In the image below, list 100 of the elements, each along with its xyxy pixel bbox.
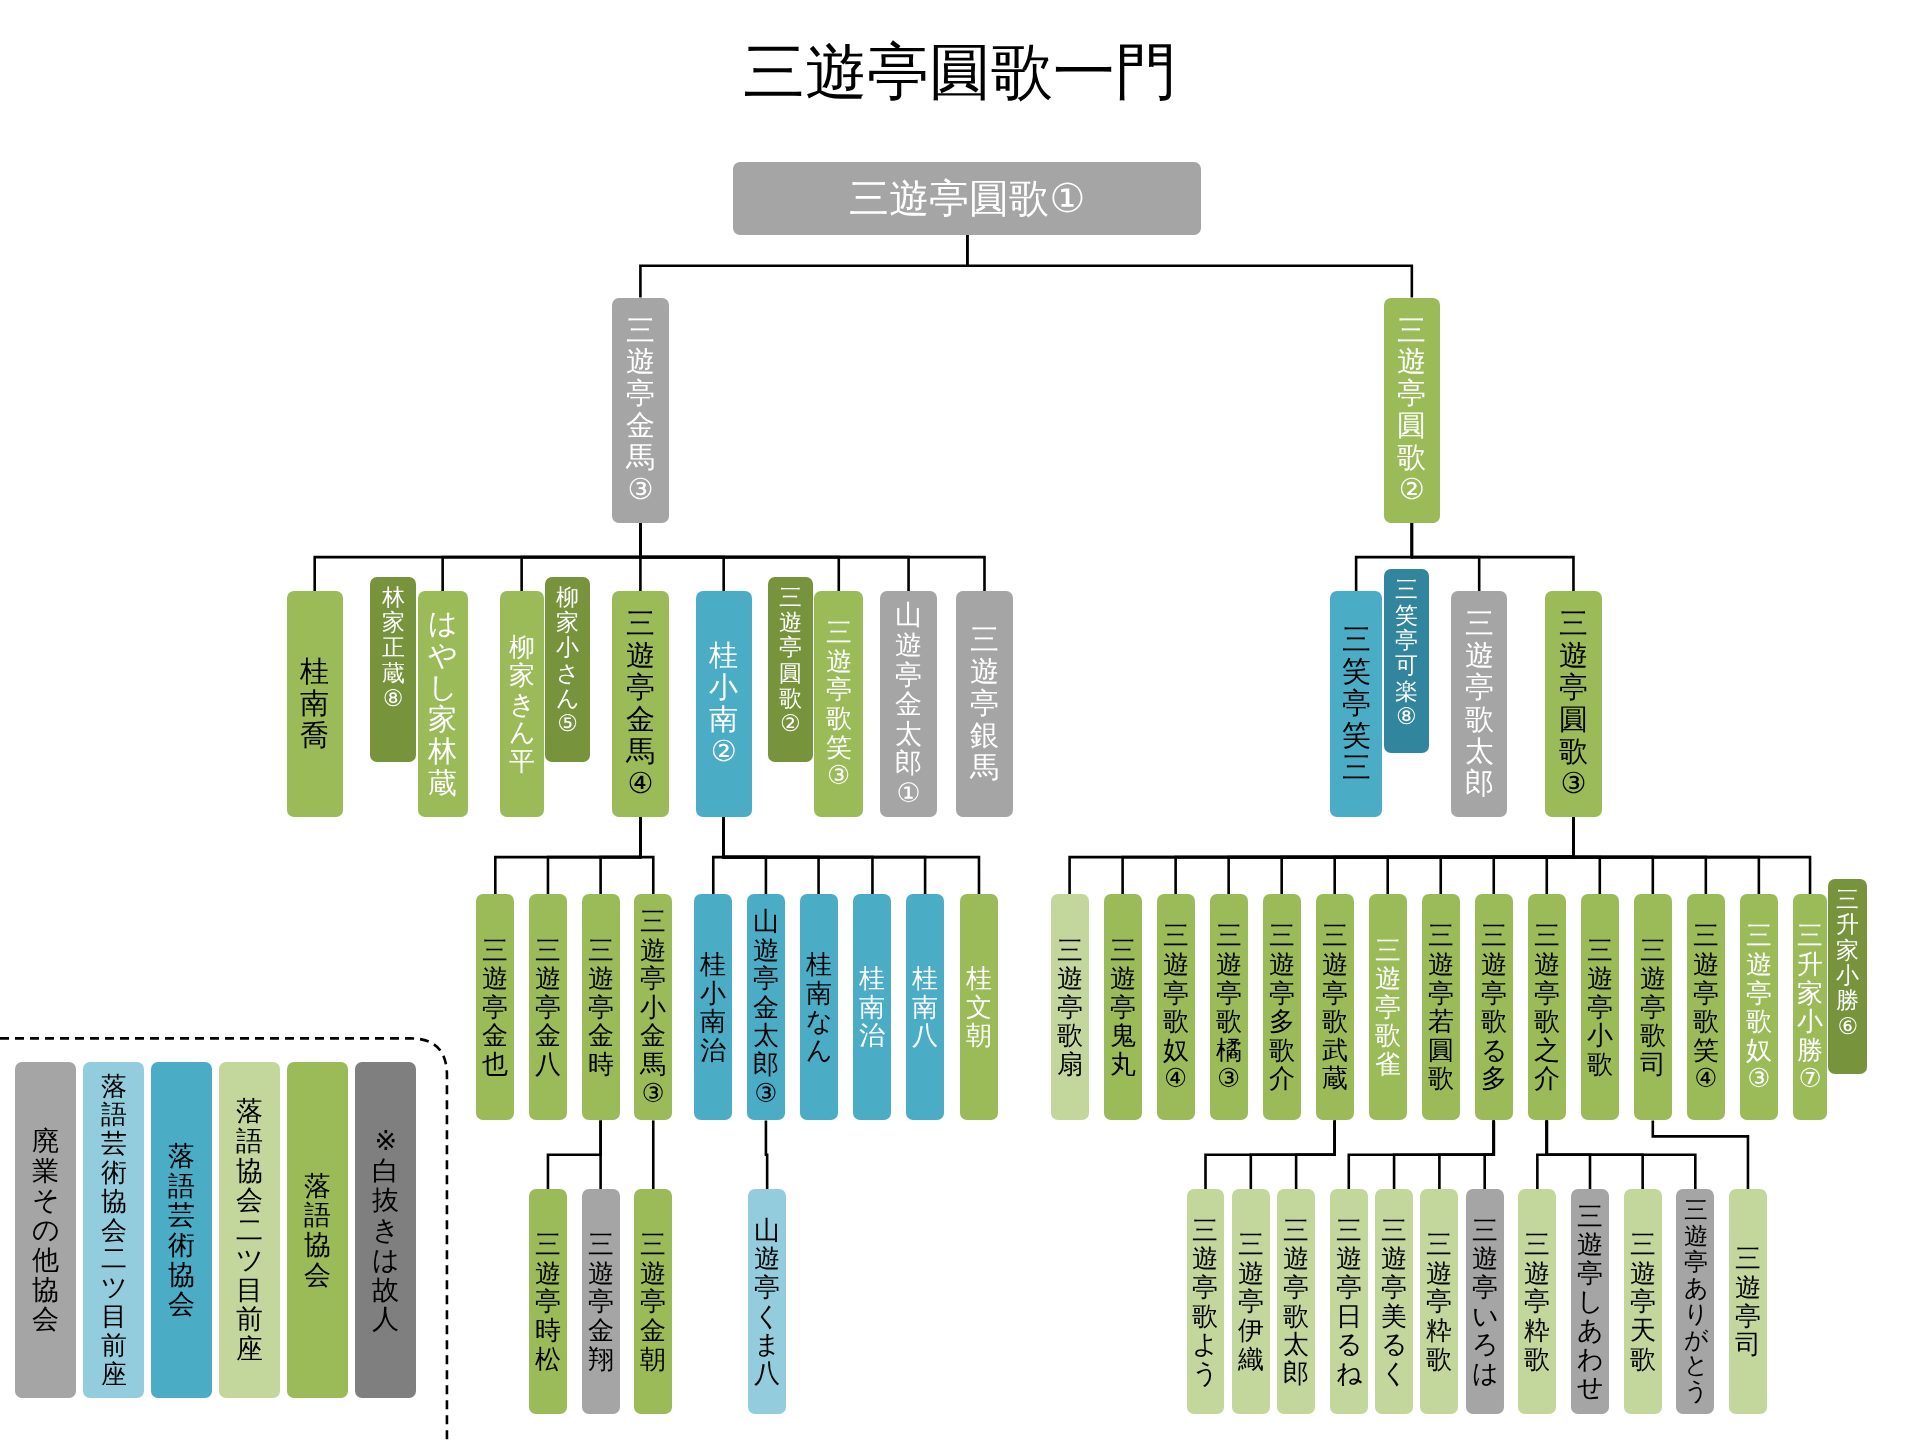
member-name-box	[1571, 1188, 1609, 1415]
member-name: 林家正蔵⑧	[381, 584, 405, 712]
member-name: 三遊亭歌笑④	[1692, 921, 1719, 1093]
member-name: 三遊亭小金馬③	[640, 907, 667, 1108]
member-name-box	[417, 591, 468, 817]
member-name: 三遊亭ありがとう	[1683, 1198, 1708, 1406]
member-name: 山遊亭金太郎①	[895, 600, 922, 808]
member-name-box	[1277, 1188, 1316, 1415]
member-name-box	[695, 591, 752, 817]
member-name-box	[1209, 893, 1248, 1121]
legend-item: 落語芸術協会	[150, 1061, 212, 1399]
member-name: 桂南治	[859, 964, 886, 1050]
member-name-box	[634, 1188, 673, 1415]
member-name: 三遊亭司	[1734, 1244, 1761, 1359]
member-name: 三遊亭金翔	[587, 1230, 614, 1374]
member-name-box	[1518, 1188, 1557, 1415]
member-name: 三遊亭歌雀	[1374, 935, 1401, 1079]
member-name-box	[1686, 893, 1725, 1121]
member-name-box	[1186, 1188, 1225, 1415]
member-name: 三遊亭歌太郎	[1283, 1215, 1310, 1388]
member-name-box	[1545, 591, 1602, 817]
member-name-box	[1421, 893, 1460, 1121]
member-name: 三遊亭粋歌	[1524, 1230, 1551, 1374]
member-name: 三遊亭しあわせ	[1577, 1201, 1603, 1402]
member-name: 桂南八	[912, 964, 939, 1050]
member-name-box	[1451, 591, 1508, 817]
former-name-box	[544, 576, 591, 762]
member-name-box	[799, 893, 838, 1121]
member-name: 三遊亭鬼丸	[1109, 935, 1136, 1079]
member-name: 三遊亭金馬③	[625, 314, 655, 506]
member-name: 三遊亭歌よう	[1192, 1215, 1219, 1388]
member-name-box	[1580, 893, 1619, 1121]
tree-connector	[1545, 1120, 1697, 1189]
member-name: 三遊亭金時	[587, 935, 614, 1079]
member-name-box	[814, 591, 864, 817]
member-name-box	[1050, 893, 1089, 1121]
member-name: 三遊亭歌奴③	[1745, 921, 1772, 1093]
member-name: 桂小南治	[700, 949, 727, 1065]
member-name-box	[1375, 1188, 1414, 1415]
tree-connector	[764, 1120, 769, 1189]
member-name: 三遊亭金馬④	[625, 608, 655, 800]
member-name: 三遊亭時松	[534, 1230, 561, 1374]
member-name-box	[1527, 893, 1566, 1121]
member-name-box	[612, 297, 669, 523]
member-name-box	[956, 591, 1013, 817]
tree-connector	[722, 816, 981, 894]
member-name: 三遊亭伊織	[1237, 1230, 1264, 1374]
member-name-box	[1329, 591, 1383, 817]
member-name: 三遊亭美るく	[1381, 1215, 1408, 1388]
member-name: 三遊亭金也	[482, 935, 509, 1079]
member-name-box	[581, 893, 620, 1121]
member-name-box	[1792, 893, 1828, 1121]
member-name: 山遊亭くま八	[754, 1215, 781, 1388]
member-name: 三遊亭多歌介	[1268, 921, 1295, 1093]
former-name-box	[369, 576, 417, 762]
member-name-box	[581, 1188, 620, 1415]
member-name-box	[528, 893, 567, 1121]
member-name: 三遊亭歌笑③	[825, 618, 852, 790]
member-name-box	[1465, 1188, 1504, 1415]
member-name-box	[1103, 893, 1142, 1121]
member-name: 柳家小さん⑤	[556, 584, 580, 737]
member-name-box	[906, 893, 945, 1121]
member-name-box	[960, 893, 998, 1121]
member-name: 三遊亭金朝	[640, 1230, 667, 1374]
member-name: 山遊亭金太郎③	[752, 907, 779, 1108]
member-name: 三遊亭歌之介	[1533, 921, 1560, 1093]
member-name: 桂文朝	[965, 964, 992, 1050]
member-name-box	[1676, 1188, 1715, 1415]
member-name-box	[748, 1188, 787, 1415]
member-name: 三遊亭歌扇	[1056, 935, 1083, 1079]
member-name-box	[1739, 893, 1778, 1121]
legend-item: 廃業その他協会	[14, 1061, 76, 1399]
member-name-box	[499, 591, 544, 817]
member-name: 三遊亭小歌	[1586, 935, 1613, 1079]
member-name-box	[286, 591, 343, 817]
member-name-box	[1633, 893, 1672, 1121]
tree-connector	[639, 522, 986, 592]
diagram-title: 三遊亭圓歌一門	[743, 38, 1177, 107]
member-name-box	[1474, 893, 1513, 1121]
member-name: 三遊亭歌奴④	[1162, 921, 1189, 1093]
member-name: 三遊亭若圓歌	[1427, 921, 1454, 1093]
member-name-box	[1383, 297, 1440, 523]
member-name: 三遊亭金八	[534, 935, 561, 1079]
member-name: 三遊亭圓歌②	[778, 584, 802, 737]
member-name: 三遊亭銀馬	[969, 624, 999, 784]
member-name-box	[528, 1188, 567, 1415]
legend-item: 落語協会	[286, 1061, 348, 1399]
member-name: 桂南喬	[300, 656, 330, 752]
member-name-box	[880, 591, 937, 817]
member-name-box	[1231, 1188, 1270, 1415]
tree-connector	[1410, 522, 1575, 592]
member-name-box	[634, 893, 673, 1121]
tree-connector	[599, 1120, 602, 1189]
tree-connector	[1294, 1120, 1336, 1189]
member-name-box	[1262, 893, 1301, 1121]
tree-connector	[1651, 1120, 1750, 1189]
member-name-box	[853, 893, 892, 1121]
member-name: 三升家小勝⑦	[1797, 921, 1824, 1093]
legend-item: 落語協会二ツ目前座	[219, 1061, 281, 1399]
member-name-box	[1156, 893, 1195, 1121]
